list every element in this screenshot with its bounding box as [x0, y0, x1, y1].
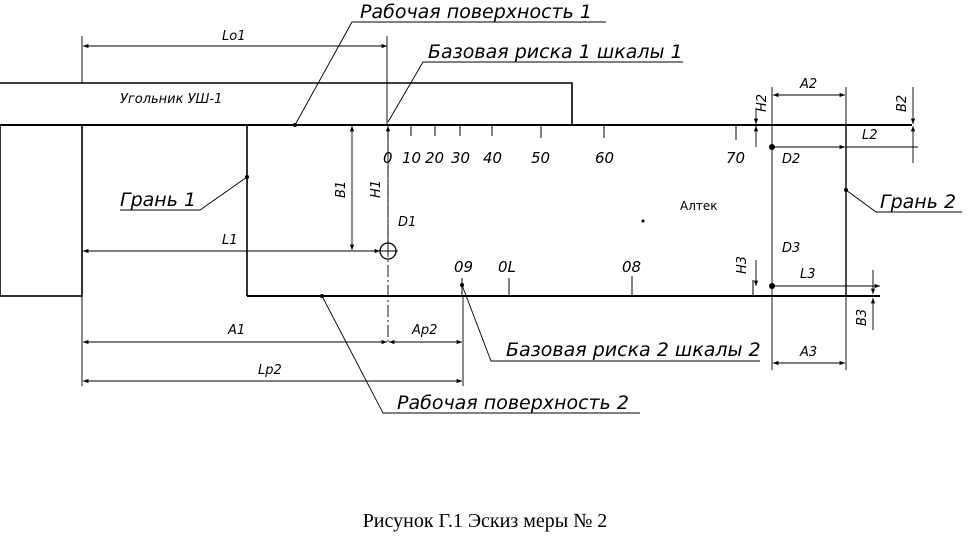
scale-1-label: 10 — [402, 149, 421, 167]
figure-caption: Рисунок Г.1 Эскиз меры № 2 — [362, 510, 608, 532]
dim-a3-label: A3 — [799, 345, 817, 360]
dim-a2-label: A2 — [799, 77, 817, 92]
base-mark-2-label: Базовая риска 2 шкалы 2 — [506, 339, 761, 361]
measure-plate — [246, 125, 880, 297]
working-surface-2-label: Рабочая поверхность 2 — [397, 392, 629, 414]
dim-a1-label: A1 — [227, 323, 245, 338]
scale-1-label: 20 — [425, 149, 444, 167]
dimension-lines — [81, 36, 918, 386]
dimension-labels: Lo1 A2 H2 B2 L2 D2 H1 B1 D1 L1 D3 H3 L3 … — [222, 29, 910, 378]
dim-d3-label: D3 — [782, 241, 800, 256]
dim-b1-label: B1 — [334, 181, 349, 198]
scale-1-label: 70 — [726, 149, 745, 167]
scale-2-label: 09 — [454, 258, 473, 276]
scale-2-label: 08 — [622, 258, 641, 276]
dim-lo1-label: Lo1 — [222, 29, 245, 44]
scale-2-labels: 09 0L 08 — [454, 258, 641, 276]
square-tool — [0, 82, 912, 297]
scale-2-ticks — [461, 276, 754, 296]
scale-1-label: 60 — [595, 149, 614, 167]
brand-label: Алтек — [680, 199, 718, 213]
dim-h1-label: H1 — [369, 180, 384, 198]
dim-h2-label: H2 — [755, 94, 770, 112]
edge-1-label: Грань 1 — [120, 189, 196, 211]
scale-1-label: 0 — [383, 149, 393, 167]
scale-1-label: 30 — [451, 149, 470, 167]
dim-b3-label: B3 — [855, 309, 870, 326]
dim-l1-label: L1 — [222, 233, 238, 248]
working-surface-1-label: Рабочая поверхность 1 — [360, 1, 592, 23]
dim-ap2-label: Ap2 — [411, 323, 437, 338]
dim-lp2-label: Lp2 — [258, 363, 282, 378]
dim-h3-label: H3 — [735, 256, 750, 274]
dim-b2-label: B2 — [895, 95, 910, 112]
scale-1-label: 50 — [531, 149, 550, 167]
scale-2-label: 0L — [498, 258, 516, 276]
base-mark-1-label: Базовая риска 1 шкалы 1 — [428, 41, 683, 63]
dim-l3-label: L3 — [800, 267, 816, 282]
scale-1-label: 40 — [483, 149, 502, 167]
dim-d1-label: D1 — [398, 215, 416, 230]
leader-lines — [120, 21, 962, 414]
scale-1-labels: 0 10 20 30 40 50 60 70 — [383, 149, 745, 167]
scale-1-ticks — [387, 125, 737, 140]
dim-l2-label: L2 — [862, 128, 878, 143]
dim-d2-label: D2 — [782, 152, 800, 167]
edge-2-label: Грань 2 — [880, 191, 956, 213]
square-name-label: Угольник УШ-1 — [120, 92, 222, 107]
